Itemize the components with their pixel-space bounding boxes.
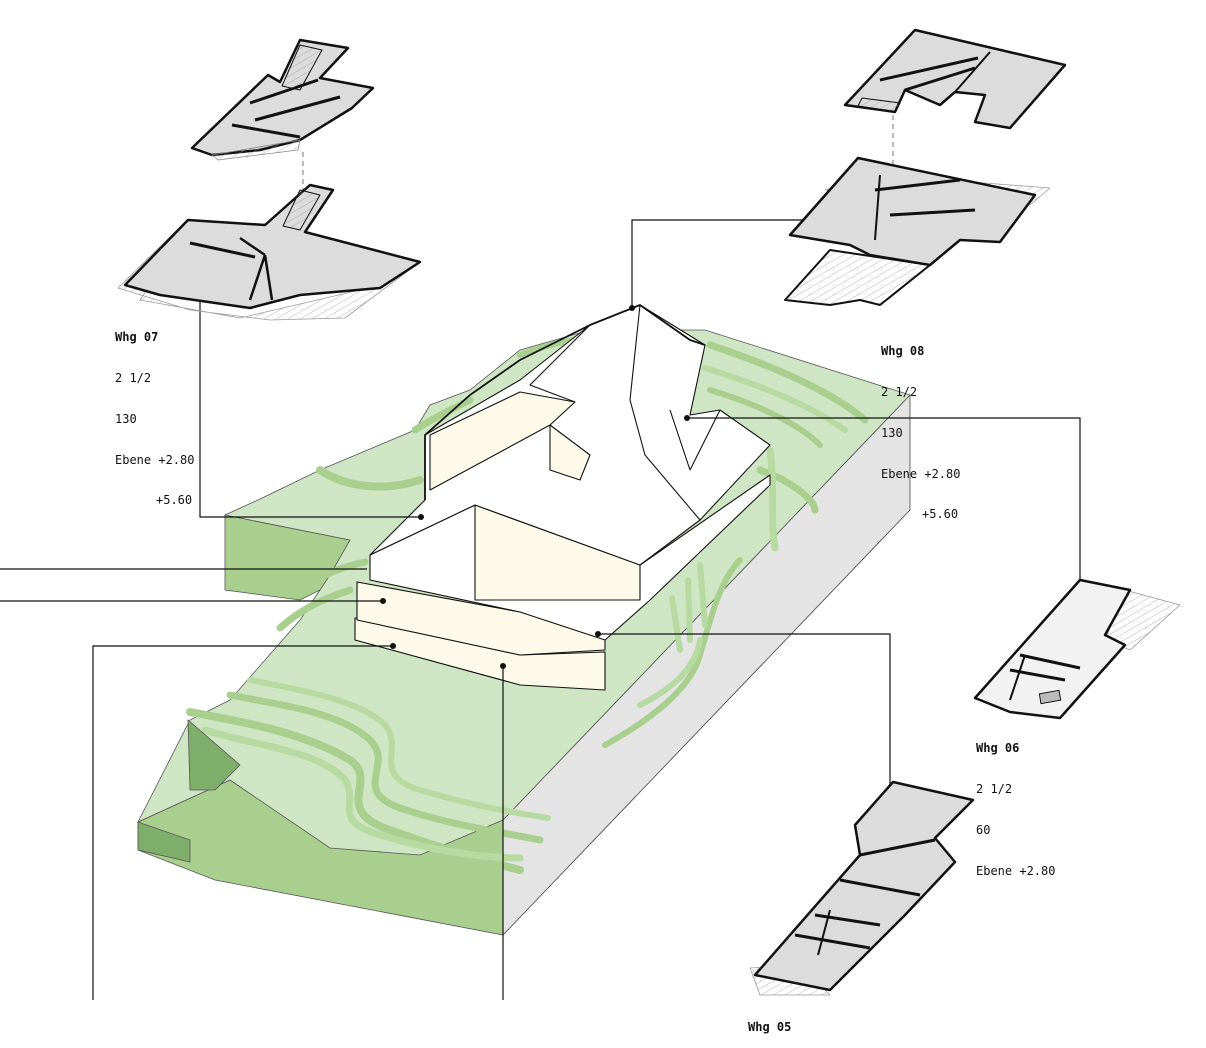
unit-name: Whg 07	[115, 330, 159, 345]
roof-gable	[429, 391, 576, 491]
plan-wall	[254, 95, 341, 122]
unit-level-2: +5.60	[922, 507, 959, 522]
plan-wall	[954, 51, 991, 93]
plan-outline	[190, 38, 375, 157]
plan-wall	[1009, 654, 1026, 701]
plan-wall	[889, 208, 976, 217]
unit-rooms: 2 1/2	[115, 370, 152, 385]
unit-area: 130	[881, 425, 903, 440]
floorplan-whg08-lower	[784, 156, 1051, 306]
leader-dot	[629, 305, 635, 311]
roof-edge	[669, 409, 721, 471]
plan-wall	[239, 236, 266, 257]
plan-wall	[859, 838, 936, 857]
unit-area: 130	[115, 411, 137, 426]
unit-level-2: +5.60	[156, 493, 193, 508]
cliff-face	[137, 821, 191, 863]
leader-dot	[595, 631, 601, 637]
building	[354, 304, 771, 691]
plan-terrace	[211, 139, 301, 161]
plan-wall	[189, 241, 256, 259]
plan-wall	[249, 78, 319, 105]
roof-ridge	[629, 304, 701, 521]
terrace-band	[756, 466, 819, 514]
terrace-band	[247, 677, 551, 821]
terrace-band	[637, 637, 703, 708]
leader-dot	[418, 514, 424, 520]
unit-label-whg06: Whg 06 2 1/2 60 Ebene +2.80	[976, 715, 1055, 892]
plan-wall	[263, 254, 274, 301]
unit-label-whg08: Whg 08 2 1/2 130 Ebene +2.80 +5.60	[881, 318, 960, 536]
leader-whg06	[687, 417, 1081, 620]
unit-name: Whg 05	[748, 1020, 792, 1035]
plan-wall	[874, 178, 961, 192]
leader-whg08	[631, 219, 850, 308]
unit-area: 60	[976, 822, 991, 837]
terrace-band	[669, 562, 708, 653]
plan-terrace	[784, 249, 931, 306]
leader-dot	[390, 643, 396, 649]
plan-wall	[817, 909, 831, 956]
plan-stair	[282, 189, 321, 231]
plan-wall	[904, 66, 976, 92]
plan-wall	[839, 878, 921, 897]
unit-rooms: 2 1/2	[881, 384, 918, 399]
terrace-band	[201, 726, 524, 862]
leader-lines	[0, 219, 1081, 1000]
terrace-band	[702, 365, 848, 433]
floorplan-whg07-lower	[117, 183, 422, 321]
plan-wall	[814, 913, 881, 927]
leader-dot	[380, 598, 386, 604]
building-outline	[424, 304, 706, 500]
plan-stair	[857, 97, 901, 113]
terrace-band	[316, 558, 369, 582]
floorplan-whg06	[973, 578, 1181, 720]
unit-label-whg07: Whg 07 2 1/2 130 Ebene +2.80 +5.60	[115, 304, 194, 522]
terrace-band	[602, 557, 743, 748]
terrace-band	[766, 446, 779, 552]
plan-wall	[231, 123, 301, 139]
floorplan-whg05	[749, 780, 975, 996]
unit-label-whg05: Whg 05	[748, 994, 791, 1048]
terrace-band	[276, 586, 354, 632]
leader-dot	[684, 415, 690, 421]
terrace-band	[316, 466, 424, 491]
floorplan-whg08-upper	[843, 28, 1067, 130]
plan-wall	[248, 254, 267, 301]
unit-rooms: 2 1/2	[976, 781, 1013, 796]
roof-ridge	[529, 324, 591, 403]
plan-wall	[879, 56, 979, 82]
unit-level: Ebene +2.80	[976, 863, 1056, 878]
leader-whg05	[598, 633, 891, 818]
axonometric-diagram	[0, 28, 1181, 1000]
plan-outline	[123, 183, 422, 310]
unit-name: Whg 06	[976, 741, 1020, 756]
terrace-band	[411, 396, 474, 434]
terrace-band	[226, 691, 544, 844]
terrace-steps	[186, 335, 869, 874]
plan-stair	[281, 44, 323, 91]
floorplan-whg07-upper	[190, 38, 375, 161]
plan-outline	[843, 28, 1067, 130]
unit-level: Ebene +2.80	[115, 452, 195, 467]
unit-name: Whg 08	[881, 344, 925, 359]
cliff-face	[187, 719, 241, 791]
roof-gable	[549, 424, 591, 481]
leader-bottom-left	[92, 645, 393, 1000]
leader-whg07	[199, 275, 421, 518]
plan-fixture	[1038, 689, 1062, 705]
plan-outline	[973, 578, 1132, 720]
leader-dot	[500, 663, 506, 669]
plan-outline	[788, 156, 1037, 267]
plan-wall	[794, 933, 871, 950]
terrace-band	[707, 387, 823, 448]
terrace-band	[706, 341, 869, 424]
plan-wall	[1019, 653, 1081, 670]
plan-wall	[874, 174, 881, 241]
unit-level: Ebene +2.80	[881, 466, 961, 481]
